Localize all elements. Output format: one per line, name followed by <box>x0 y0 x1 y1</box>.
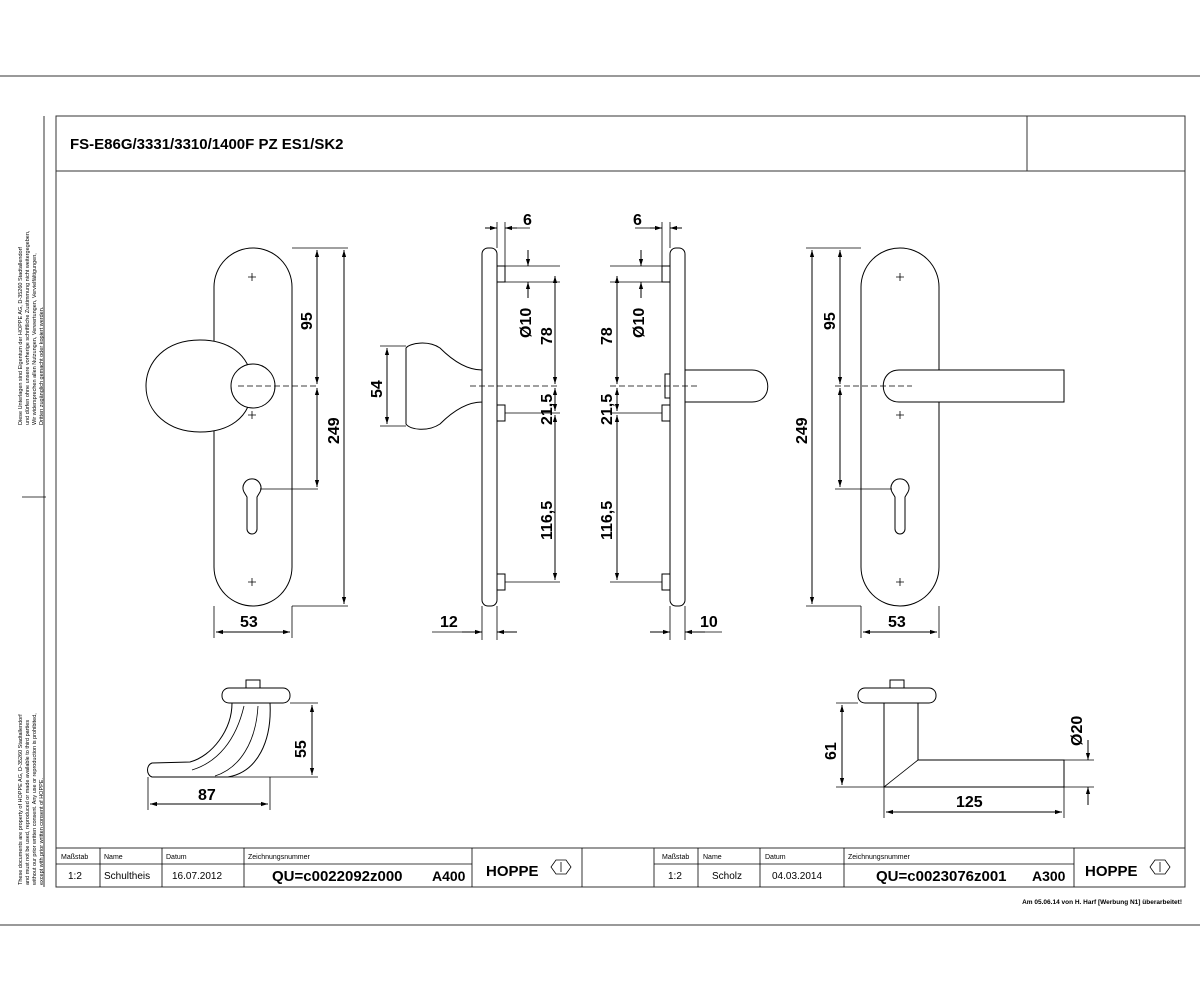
dimension-label: 10 <box>700 614 718 631</box>
note-line: Diese Unterlagen sind Eigentum der HOPPE… <box>18 247 24 425</box>
dimension-label: 95 <box>822 312 839 330</box>
drawing-title: FS-E86G/3331/3310/1400F PZ ES1/SK2 <box>70 136 344 153</box>
dimension-label: Ø10 <box>518 308 535 338</box>
drawing-code: A300 <box>1032 868 1066 884</box>
dimension-label: 54 <box>369 380 386 398</box>
scale-value: 1:2 <box>68 871 82 882</box>
hoppe-logo-icon <box>550 859 572 875</box>
dimension-label: 21,5 <box>599 394 616 425</box>
side-view-knob <box>380 222 560 640</box>
dimension-label: 53 <box>888 614 906 631</box>
dimension-label: 55 <box>293 740 310 758</box>
side-view-lever <box>610 222 769 640</box>
drawing-number: QU=c0022092z000 <box>272 868 403 885</box>
date-value: 16.07.2012 <box>172 871 222 882</box>
dimension-label: 249 <box>326 417 343 444</box>
dimension-label: 21,5 <box>539 394 556 425</box>
scale-value: 1:2 <box>668 871 682 882</box>
drawing-number-label: Zeichnungsnummer <box>848 854 911 861</box>
dimension-label: 12 <box>440 614 458 631</box>
handle-top-view-knob <box>147 679 318 810</box>
date-label: Datum <box>166 854 187 861</box>
note-line: und dürfen ohne unsere vorherige schrift… <box>25 230 31 425</box>
scale-label: Maßstab <box>61 854 88 861</box>
title-block-1 <box>56 847 1185 887</box>
dimension-label: 53 <box>240 614 258 631</box>
name-value: Schultheis <box>104 871 150 882</box>
dimension-label: 116,5 <box>539 501 556 540</box>
drawing-code: A400 <box>432 868 466 884</box>
date-label: Datum <box>765 854 786 861</box>
front-view-knob-plate <box>145 247 348 638</box>
hoppe-logo-icon <box>1149 859 1171 875</box>
dimension-label: 249 <box>794 417 811 444</box>
revision-note: Am 05.06.14 von H. Harf [Werbung N1] übe… <box>1022 899 1182 906</box>
dimension-label: 78 <box>599 327 616 345</box>
legal-note-german: Diese Unterlagen sind Eigentum der HOPPE… <box>18 230 45 425</box>
note-line: Dritten zugänglich gemacht oder kopiert … <box>39 306 45 425</box>
dimension-label: 116,5 <box>599 501 616 540</box>
drawing-number-label: Zeichnungsnummer <box>248 854 311 861</box>
note-line: These documents are property of HOPPE AG… <box>18 714 24 885</box>
dimension-label: 78 <box>539 327 556 345</box>
dimension-label: 87 <box>198 787 216 804</box>
front-view-lever-plate <box>806 247 1065 638</box>
dimension-label: Ø10 <box>631 308 648 338</box>
note-line: without our prior written consent. Any u… <box>32 713 38 886</box>
legal-note-english: These documents are property of HOPPE AG… <box>18 713 45 886</box>
dimension-label: 6 <box>523 212 532 229</box>
scale-label: Maßstab <box>662 854 689 861</box>
dimension-label: 61 <box>823 742 840 760</box>
name-value: Scholz <box>712 871 742 882</box>
name-label: Name <box>703 854 722 861</box>
handle-top-view-lever <box>836 679 1094 818</box>
dimension-label: 6 <box>633 212 642 229</box>
dimension-label: Ø20 <box>1069 716 1086 746</box>
sheet-frame <box>0 75 1200 926</box>
brand-name: HOPPE <box>1085 863 1138 880</box>
drawing-number: QU=c0023076z001 <box>876 868 1007 885</box>
date-value: 04.03.2014 <box>772 871 822 882</box>
name-label: Name <box>104 854 123 861</box>
note-line: and must not be used, reproduced or made… <box>25 720 31 885</box>
dimension-label: 95 <box>299 312 316 330</box>
note-line: Wir widersprechen allen Nutzungen, Verwe… <box>32 253 38 425</box>
title-block-2 <box>654 848 1075 887</box>
brand-name: HOPPE <box>486 863 539 880</box>
dimension-label: 125 <box>956 794 983 811</box>
note-line: except with prior written consent of HOP… <box>39 778 45 885</box>
